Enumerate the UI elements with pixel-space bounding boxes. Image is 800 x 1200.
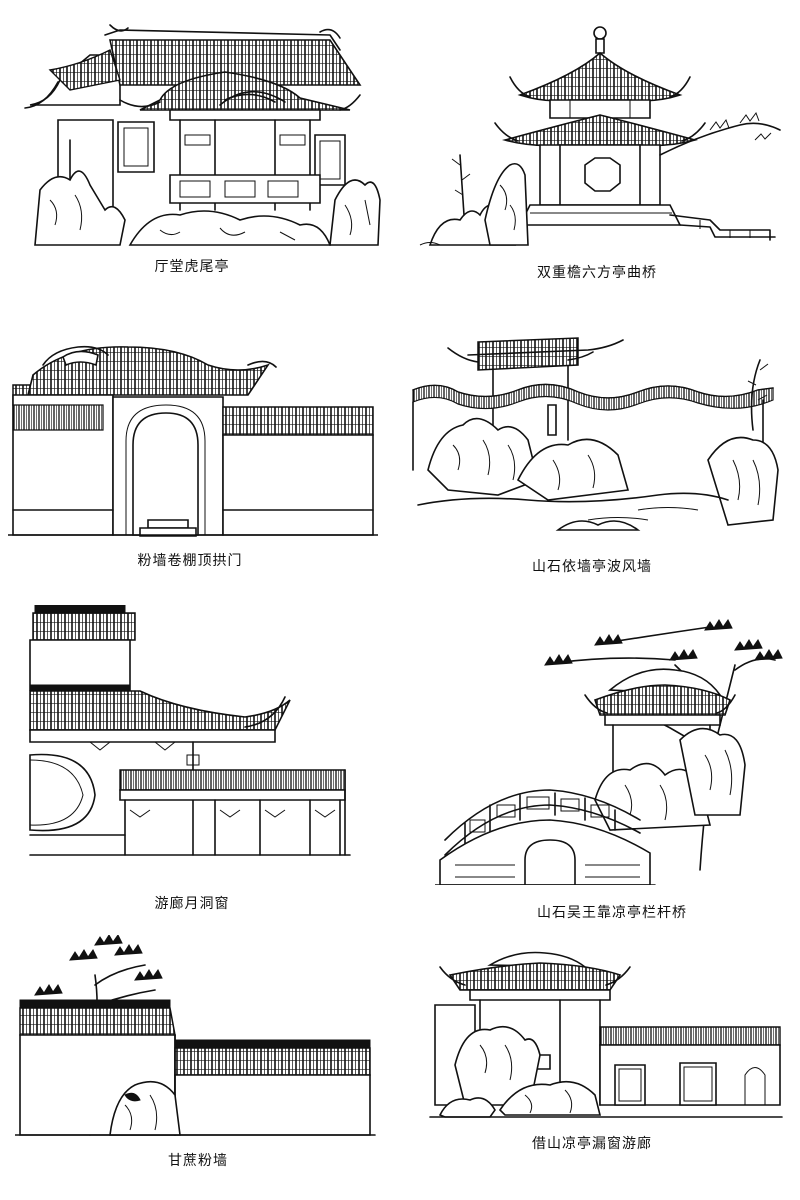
caption-p8: 借山凉亭漏窗游廊 [532,1136,652,1152]
caption-p4: 山石依墙亭波风墙 [532,559,652,575]
illustration-corridor-moon-window [15,605,365,875]
illustration-pavilion-lattice-window-corridor [410,945,785,1125]
illustration-rock-wall-pavilion-wave-wall [408,330,783,550]
illustration-rock-pavilion-railing-bridge [435,615,785,885]
caption-p3: 粉墙卷棚顶拱门 [137,553,243,569]
illustration-hall-tiger-tail-pavilion [10,10,390,250]
caption-p5: 游廊月洞窗 [154,896,230,912]
caption-p1: 厅堂虎尾亭 [154,259,230,275]
caption-p6: 山石吴王靠凉亭栏杆桥 [537,905,687,921]
illustration-sugarcane-wall [15,935,380,1145]
caption-p7: 甘蔗粉墙 [168,1153,228,1169]
caption-p2: 双重檐六方亭曲桥 [537,265,657,281]
illustration-double-eave-hexagonal-pavilion [410,15,790,255]
illustration-whitewashed-wall-arched-gate [8,335,378,545]
